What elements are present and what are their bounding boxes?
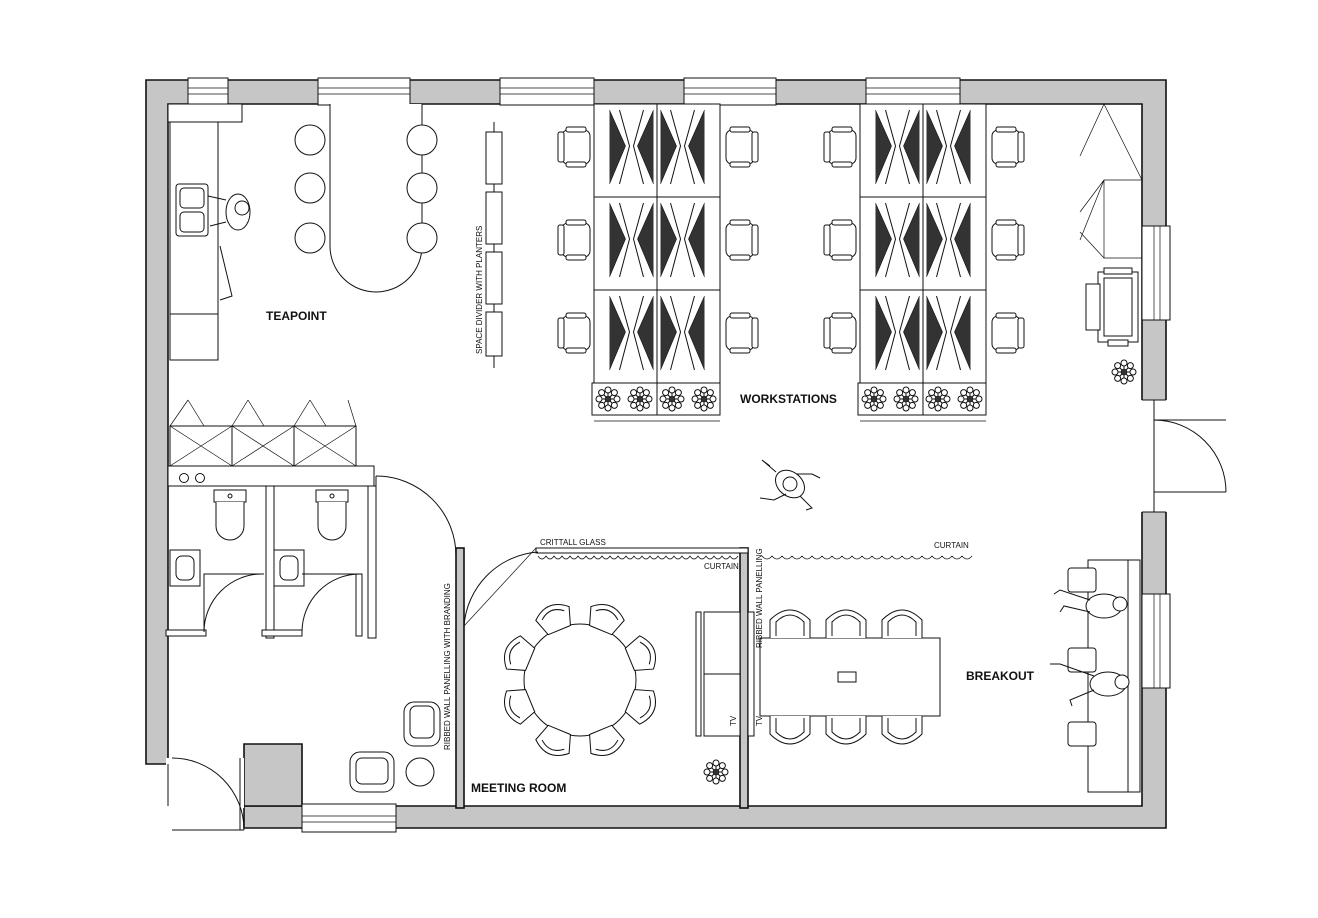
breakout-chair-icons <box>769 609 923 745</box>
desk-chair-icon <box>823 219 857 261</box>
room-label-meeting-room: MEETING ROOM <box>471 781 566 795</box>
windows <box>187 77 1171 833</box>
basin-icon-1 <box>169 549 201 587</box>
window-bottom <box>301 803 397 833</box>
bottom-left-door <box>166 757 245 831</box>
room-label-workstations: WORKSTATIONS <box>740 392 837 406</box>
window-top-5 <box>865 77 961 106</box>
note-curtain-breakout: CURTAIN <box>934 541 969 550</box>
desk-chair-icon <box>557 219 591 261</box>
meeting-chair-icon <box>503 635 536 671</box>
workstation-cluster-left <box>557 103 759 422</box>
sink-icon <box>175 183 209 237</box>
meeting-table <box>523 623 637 737</box>
meeting-chair-icon <box>535 603 571 636</box>
window-top-4 <box>683 77 777 106</box>
window-top-2 <box>317 77 411 106</box>
room-label-breakout: BREAKOUT <box>966 669 1035 683</box>
corridor-door <box>375 475 457 557</box>
lounge-chair-icons <box>349 701 441 793</box>
toilet-icon-1 <box>213 489 247 541</box>
breakout-chair-icon <box>825 716 867 745</box>
desk-chair-icon <box>725 312 759 354</box>
breakout-chair-icon <box>881 716 923 745</box>
meeting-chair-icon <box>589 603 625 636</box>
desk-chair-icon <box>557 312 591 354</box>
stool-icons <box>294 124 438 254</box>
desk-chair-icon <box>725 219 759 261</box>
note-ribbed-branding: RIBBED WALL PANELLING WITH BRANDING <box>443 583 452 750</box>
desk-chair-icon <box>823 312 857 354</box>
toilet-icon-2 <box>315 489 349 541</box>
room-label-teapoint: TEAPOINT <box>266 309 327 323</box>
meeting-room-walls <box>455 547 749 809</box>
window-top-3 <box>499 77 595 106</box>
desk-chair-icon <box>991 312 1025 354</box>
wc-area <box>165 465 377 639</box>
desk-chair-icon <box>823 126 857 168</box>
breakout-chair-icon <box>769 609 811 638</box>
desk-chair-icon <box>725 126 759 168</box>
desk-chair-icon <box>557 126 591 168</box>
window-right-1 <box>1141 225 1171 321</box>
person-seated-icon-1 <box>1053 589 1128 619</box>
printer-icon <box>1085 267 1139 347</box>
plant-icon-entrance <box>1111 359 1137 385</box>
window-right-2 <box>1141 593 1171 689</box>
space-divider <box>485 122 503 368</box>
note-tv-breakout: TV <box>755 715 764 726</box>
entrance-door <box>1140 399 1227 513</box>
note-curtain-meeting: CURTAIN <box>704 562 739 571</box>
person-seated-icon-2 <box>1050 663 1130 707</box>
meeting-chair-icon <box>503 689 536 725</box>
note-crittall-glass: CRITTALL GLASS <box>540 538 606 547</box>
breakout-chair-icon <box>769 716 811 745</box>
teapoint-area: TEAPOINT <box>167 103 438 361</box>
meeting-chair-icon <box>589 724 625 757</box>
breakout-chair-icon <box>881 609 923 638</box>
window-top-1 <box>187 77 229 106</box>
meeting-chair-icon <box>624 689 657 725</box>
desk-chair-icon <box>991 219 1025 261</box>
basin-icon-2 <box>273 549 305 587</box>
meeting-tv-unit <box>695 611 741 737</box>
breakout-area <box>747 555 1141 793</box>
person-walking-icon <box>759 459 821 511</box>
workstation-cluster-right <box>823 103 1025 422</box>
meeting-chair-icons <box>503 603 657 757</box>
printer-area <box>1079 103 1143 347</box>
meeting-chair-icon <box>535 724 571 757</box>
lockers <box>169 399 357 467</box>
note-ribbed-panelling: RIBBED WALL PANELLING <box>755 548 764 648</box>
breakout-chair-icon <box>825 609 867 638</box>
desk-chair-icon <box>991 126 1025 168</box>
note-space-divider: SPACE DIVIDER WITH PLANTERS <box>475 226 484 354</box>
plant-icon-meeting <box>703 759 729 785</box>
person-at-sink-icon <box>207 193 251 231</box>
note-tv-meeting: TV <box>729 715 738 726</box>
meeting-chair-icon <box>624 635 657 671</box>
